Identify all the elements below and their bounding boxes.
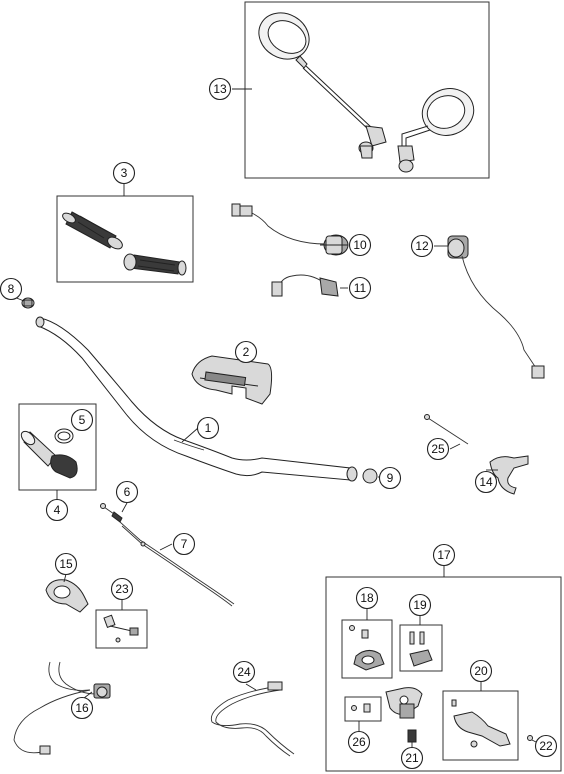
- clutch-lever-20[interactable]: [451, 699, 511, 748]
- callout-10: 10: [348, 233, 372, 257]
- callout-6: 6: [115, 480, 139, 504]
- callout-8: 8: [0, 277, 23, 301]
- cable-25[interactable]: [424, 414, 469, 450]
- callout-label: 18: [360, 591, 374, 605]
- callout-17: 17: [432, 543, 456, 567]
- callout-label: 13: [213, 82, 227, 96]
- callout-4: 4: [45, 498, 69, 522]
- callout-label: 21: [405, 751, 419, 765]
- callout-22: 22: [534, 734, 558, 758]
- callout-label: 22: [539, 739, 553, 753]
- part-23-box: [95, 609, 148, 649]
- callout-label: 17: [437, 548, 451, 562]
- callout-20: 20: [469, 659, 493, 683]
- part-26-box: [344, 696, 382, 722]
- callout-24: 24: [232, 660, 256, 684]
- callout-label: 4: [54, 503, 61, 517]
- callout-label: 5: [79, 413, 86, 427]
- callout-1: 1: [196, 416, 220, 440]
- callout-21: 21: [400, 746, 424, 770]
- callout-26: 26: [347, 730, 371, 754]
- callout-16: 16: [70, 696, 94, 720]
- right-mirror[interactable]: [397, 81, 480, 173]
- callout-11: 11: [348, 276, 372, 300]
- callout-2: 2: [234, 340, 258, 364]
- switch-harness-11[interactable]: [271, 274, 348, 297]
- callout-5: 5: [70, 408, 94, 432]
- callout-14: 14: [474, 470, 498, 494]
- callout-23: 23: [110, 577, 134, 601]
- kill-switch-12[interactable]: [434, 235, 545, 379]
- throttle-grip-4[interactable]: [19, 429, 78, 479]
- callout-18: 18: [355, 586, 379, 610]
- callout-25: 25: [426, 437, 450, 461]
- throttle-group: [18, 403, 97, 500]
- callout-label: 9: [387, 471, 394, 485]
- throttle-box: [18, 403, 97, 491]
- part-18[interactable]: [349, 625, 385, 671]
- grip-set-box: [56, 195, 194, 283]
- callout-label: 7: [181, 537, 188, 551]
- callout-9: 9: [378, 466, 402, 490]
- bar-end-plug-8[interactable]: [13, 296, 35, 309]
- callout-3: 3: [112, 161, 136, 185]
- callout-7: 7: [172, 532, 196, 556]
- callout-label: 3: [121, 166, 128, 180]
- handlebar-pad-2[interactable]: [191, 352, 273, 405]
- clutch-group-17: [325, 565, 562, 772]
- left-mirror[interactable]: [250, 4, 387, 159]
- part-21[interactable]: [407, 729, 417, 748]
- mirror-set-group: [232, 1, 490, 179]
- part-26[interactable]: [351, 703, 371, 713]
- callout-13: 13: [208, 77, 232, 101]
- callout-label: 15: [59, 557, 73, 571]
- callout-label: 12: [415, 239, 429, 253]
- throttle-cable-6[interactable]: [100, 502, 128, 523]
- part-19[interactable]: [409, 631, 433, 667]
- callout-label: 11: [354, 281, 367, 295]
- part-23[interactable]: [103, 614, 139, 643]
- part-20-box: [442, 690, 519, 761]
- clutch-group-box: [325, 576, 562, 772]
- callout-label: 16: [75, 701, 89, 715]
- callout-label: 2: [243, 345, 250, 359]
- clamp-15[interactable]: [45, 573, 89, 613]
- callout-label: 1: [205, 421, 212, 435]
- callout-label: 20: [474, 664, 488, 678]
- callout-label: 24: [237, 665, 251, 679]
- part-23-group: [95, 598, 148, 649]
- switch-harness-10[interactable]: [231, 203, 349, 256]
- callout-label: 14: [479, 475, 493, 489]
- handlebar-1[interactable]: [35, 316, 358, 482]
- callout-15: 15: [54, 552, 78, 576]
- callout-label: 19: [413, 598, 427, 612]
- lever-bracket-14[interactable]: [486, 455, 529, 495]
- part-19-box: [399, 624, 443, 672]
- mirror-set-box: [244, 1, 490, 179]
- callout-label: 25: [431, 442, 445, 456]
- callout-label: 23: [115, 582, 129, 596]
- callout-19: 19: [408, 593, 432, 617]
- bar-end-9[interactable]: [362, 468, 380, 484]
- callout-label: 10: [353, 238, 367, 252]
- callout-label: 26: [352, 735, 366, 749]
- callout-12: 12: [410, 234, 434, 258]
- grip-right[interactable]: [123, 253, 187, 276]
- cable-24[interactable]: [210, 681, 295, 757]
- callout-label: 8: [8, 282, 15, 296]
- master-cylinder[interactable]: [385, 687, 423, 719]
- grip-set-group: [56, 183, 194, 283]
- callout-label: 6: [124, 485, 131, 499]
- harness-16[interactable]: [13, 661, 111, 755]
- throttle-cable-7[interactable]: [119, 521, 235, 607]
- ring-5[interactable]: [54, 428, 74, 444]
- grip-left[interactable]: [61, 211, 124, 251]
